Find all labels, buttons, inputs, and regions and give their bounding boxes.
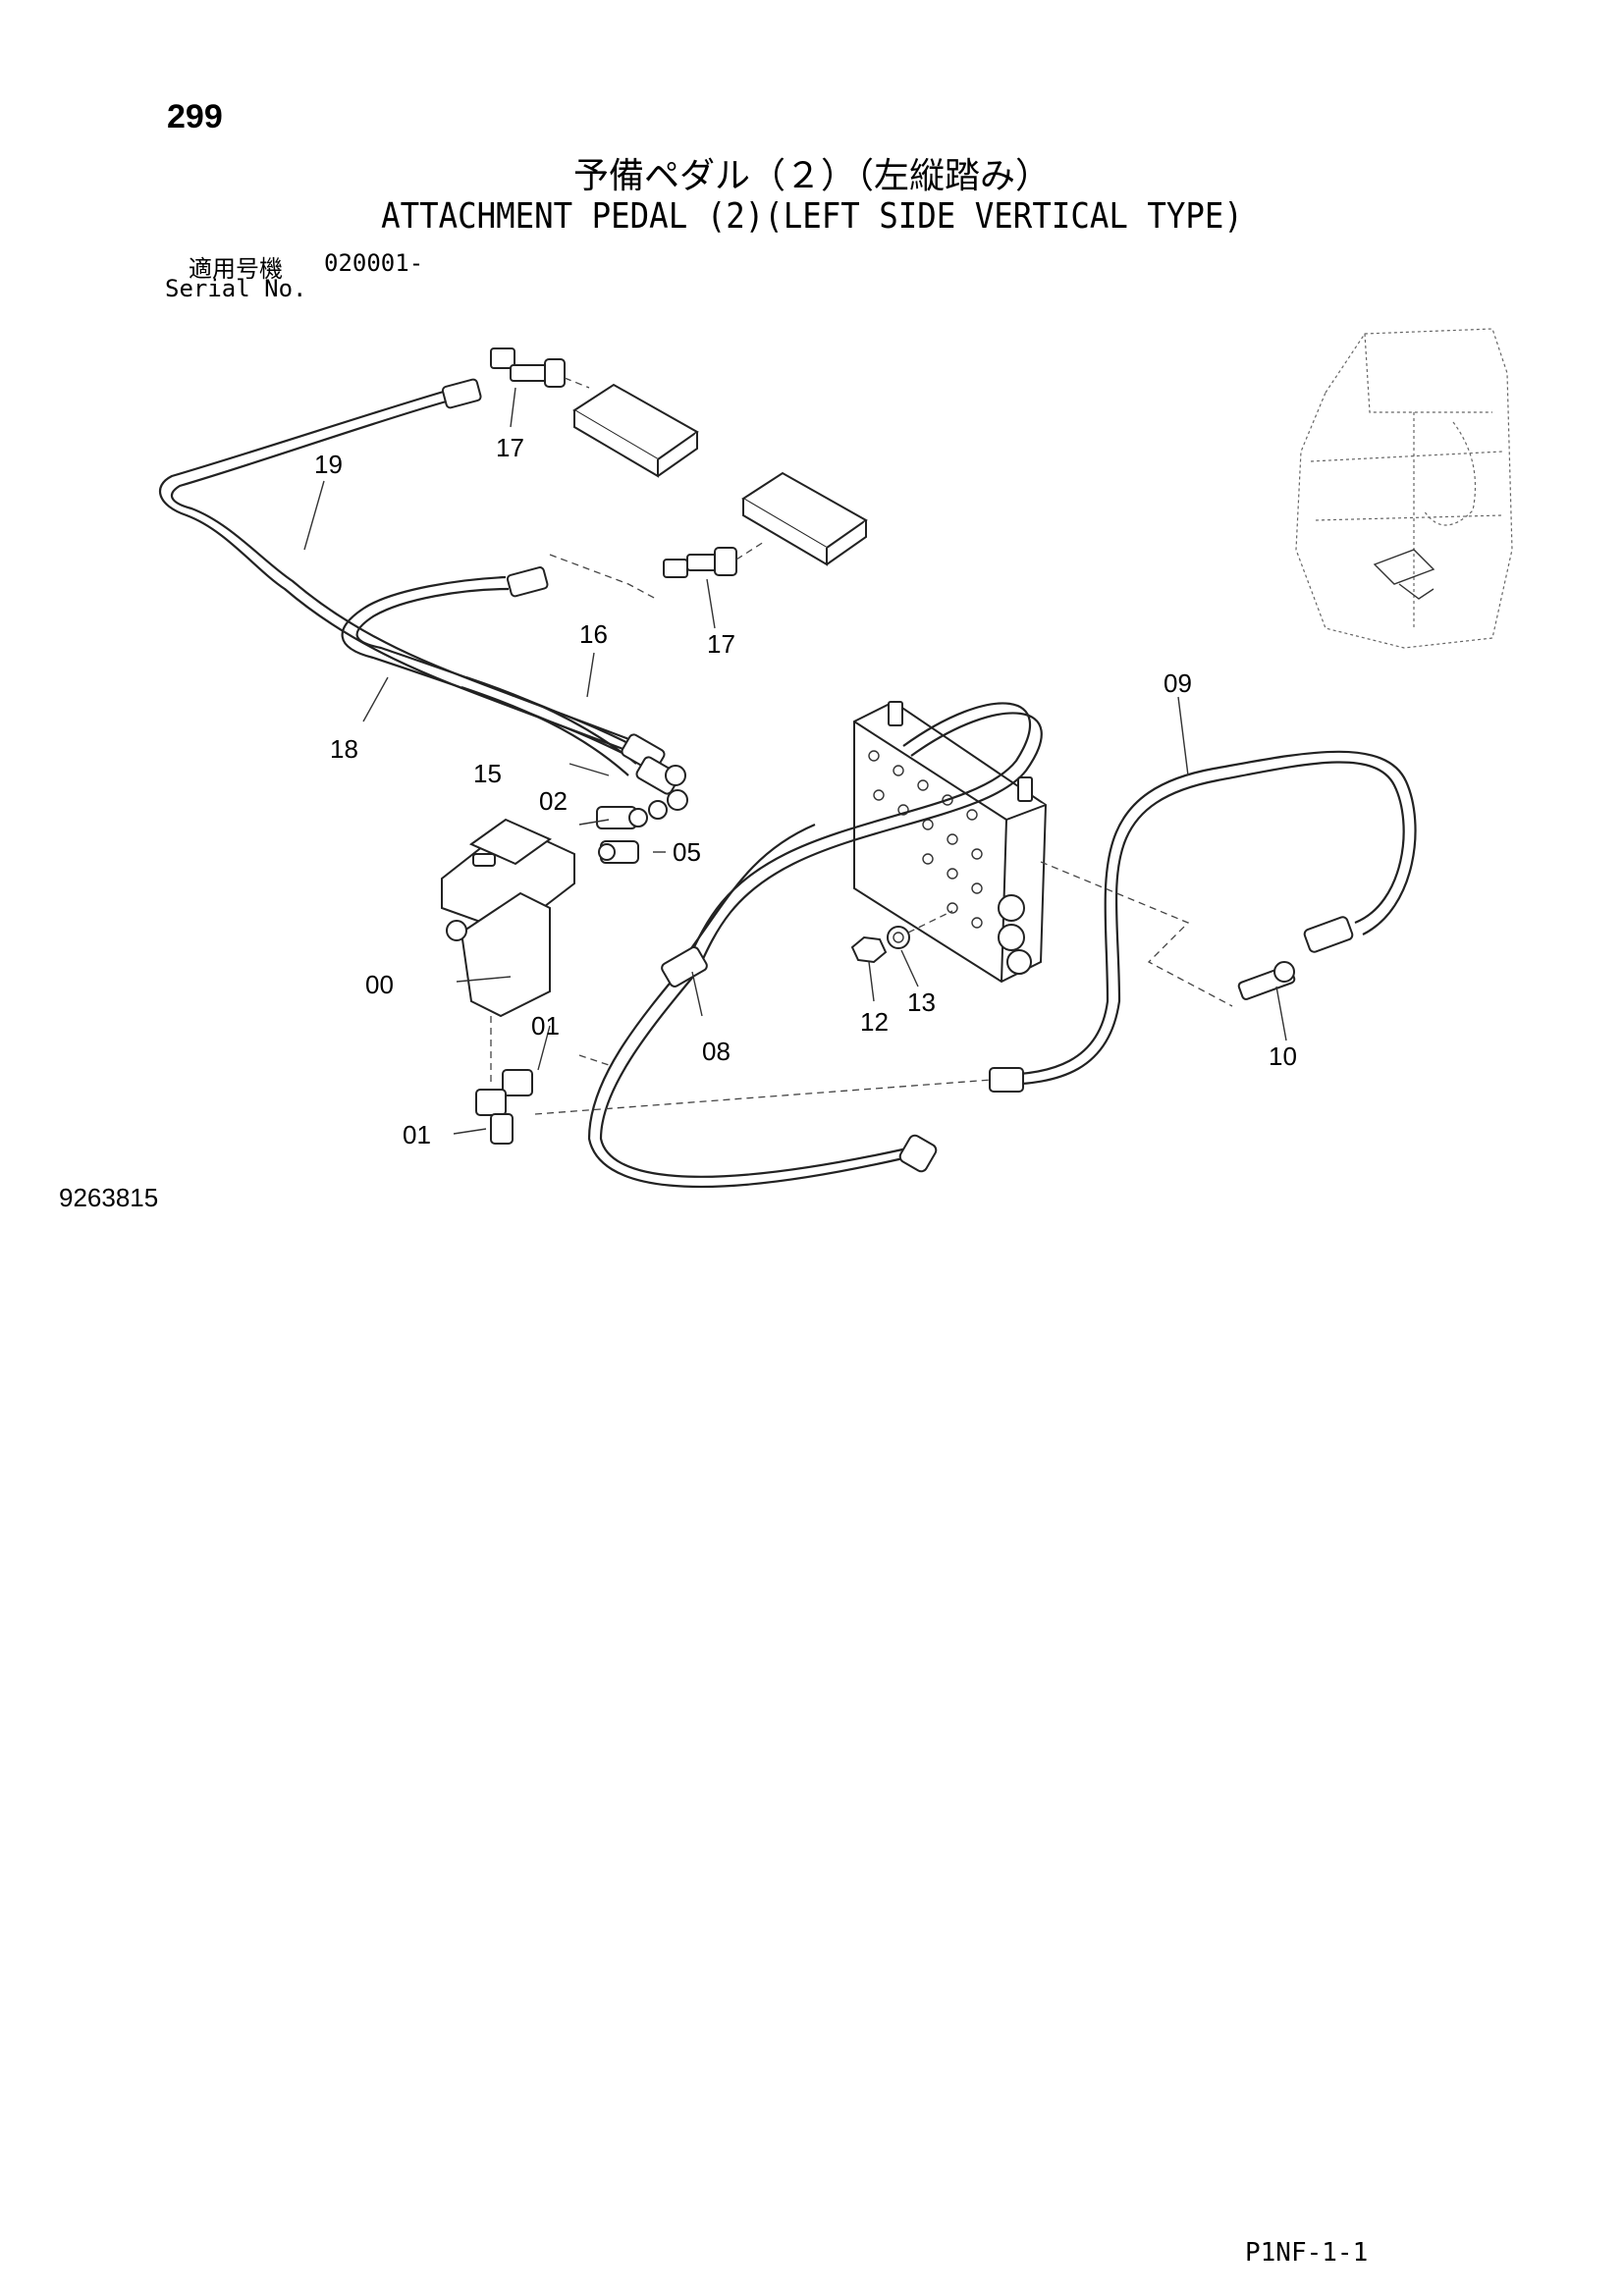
adapter-10 [1040, 861, 1296, 1007]
callout-13: 13 [907, 988, 936, 1017]
callout-01-upper: 01 [531, 1011, 560, 1041]
fitting-17-upper [490, 347, 590, 389]
callout-02: 02 [539, 786, 568, 816]
callout-18: 18 [330, 734, 358, 764]
callout-01-lower: 01 [403, 1120, 431, 1149]
serial-label-english: Serial No. [165, 275, 307, 302]
fittings-01 [475, 1016, 533, 1145]
callout-05: 05 [673, 837, 701, 867]
callout-17-lower: 17 [707, 629, 735, 659]
valve-block [853, 700, 1048, 984]
leader-dashes [534, 1054, 993, 1115]
nut-12 [850, 935, 888, 964]
callout-09: 09 [1164, 668, 1192, 698]
callout-10: 10 [1269, 1041, 1297, 1071]
hose-end-fittings-upper [441, 378, 688, 820]
fitting-02 [596, 806, 648, 829]
hose-09 [989, 750, 1417, 1093]
callout-17-upper: 17 [496, 433, 524, 462]
hose-18 [341, 575, 655, 767]
page-code: P1NF-1-1 [1245, 2238, 1369, 2268]
callout-leaders [303, 387, 1287, 1135]
fitting-17-lower [549, 541, 765, 600]
washer-13 [887, 910, 953, 949]
callout-15: 15 [473, 759, 502, 788]
page-number: 299 [167, 98, 223, 135]
hose-08 [587, 702, 1043, 1189]
hose-19 [159, 389, 635, 753]
title-japanese: 予備ペダル（２）（左縦踏み） [572, 156, 1051, 196]
pedal-plate-lower [741, 471, 868, 566]
drawing-number: 9263815 [59, 1183, 159, 1212]
callout-08: 08 [702, 1037, 731, 1066]
serial-number-value: 020001- [324, 249, 424, 277]
fitting-05 [598, 840, 639, 864]
serial-label-japanese: 適用号機 [189, 255, 283, 283]
machine-overview-illustration [1295, 328, 1513, 649]
callout-16: 16 [579, 619, 608, 649]
control-valve-00 [441, 818, 575, 1018]
title-english: ATTACHMENT PEDAL (2)(LEFT SIDE VERTICAL … [381, 196, 1243, 237]
hose-15 [460, 675, 637, 776]
callout-12: 12 [860, 1007, 889, 1037]
callout-00: 00 [365, 970, 394, 999]
callout-19: 19 [314, 450, 343, 479]
pedal-plate-upper [572, 383, 699, 478]
